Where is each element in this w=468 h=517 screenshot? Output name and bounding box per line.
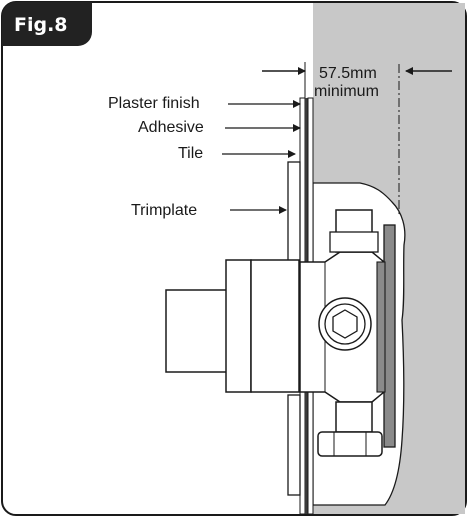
bottom-union-nut xyxy=(317,431,383,457)
dimension-qualifier: minimum xyxy=(314,83,379,100)
top-pipe-nut xyxy=(329,231,379,253)
dimension-value: 57.5mm xyxy=(319,65,377,82)
callout-trimplate: Trimplate xyxy=(131,202,197,219)
trimplate-upper xyxy=(287,161,301,263)
trimplate-lower xyxy=(287,394,301,496)
mixer-collar xyxy=(225,259,252,393)
callout-tile: Tile xyxy=(178,145,203,162)
bottom-pipe-stub xyxy=(335,401,373,433)
callout-plaster-finish: Plaster finish xyxy=(108,95,200,112)
mixer-body xyxy=(250,259,300,393)
callout-adhesive: Adhesive xyxy=(138,119,204,136)
bracket-spacer xyxy=(376,261,386,393)
figure-label-tab xyxy=(2,2,92,46)
figure-label: Fig.8 xyxy=(14,14,68,36)
handle-knob xyxy=(165,289,229,373)
hex-socket xyxy=(332,309,358,339)
mounting-bracket xyxy=(383,224,396,448)
